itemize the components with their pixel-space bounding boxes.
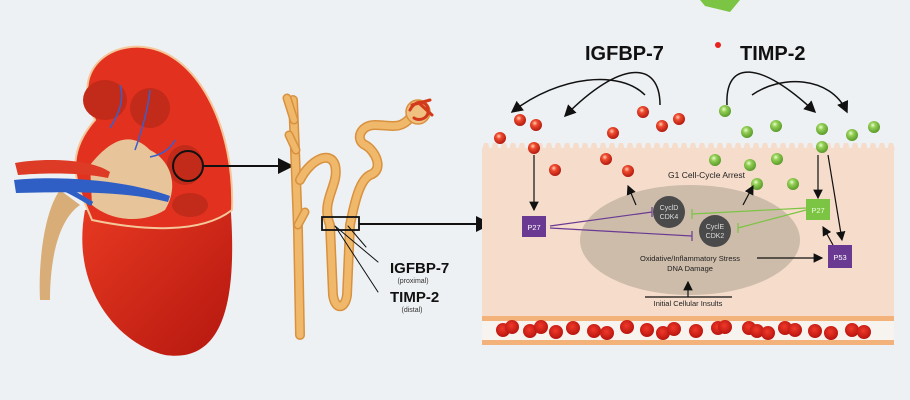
timp2-particle: [787, 178, 799, 190]
cdk2-label: CDK2: [706, 233, 725, 240]
label-g1-arrest: G1 Cell-Cycle Arrest: [668, 170, 746, 180]
title-timp2: TIMP-2: [740, 43, 806, 65]
timp2-particle: [816, 141, 828, 153]
red-blood-cell: [824, 326, 838, 340]
cdk4-label: CDK4: [660, 214, 679, 221]
biomarker-particles: [494, 105, 880, 190]
title-separator-dot: [715, 42, 721, 48]
timp2-particle: [868, 121, 880, 133]
red-blood-cell: [788, 323, 802, 337]
red-blood-cell: [523, 324, 537, 338]
red-blood-cell: [689, 324, 703, 338]
arrow-cyce-to-arrest: [742, 184, 754, 206]
inhibit-p27-cyce: [549, 227, 693, 241]
igfbp7-particle: [622, 165, 634, 177]
igfbp7-particle: [637, 106, 649, 118]
igfbp7-particle: [530, 119, 542, 131]
stress-ellipse: [580, 185, 800, 295]
title-igfbp7: IGFBP-7: [585, 43, 664, 65]
timp2-particle: [846, 129, 858, 141]
red-blood-cell: [761, 326, 775, 340]
red-blood-cell: [600, 326, 614, 340]
red-blood-cell: [667, 322, 681, 336]
red-blood-cell: [534, 320, 548, 334]
timp2-particle: [709, 154, 721, 166]
p27-right-node: [806, 199, 830, 220]
igfbp7-particle: [600, 153, 612, 165]
cyce-label: CyclE: [706, 224, 725, 231]
inhibit-p27g-cyce: [737, 209, 807, 233]
igfbp7-particle: [514, 114, 526, 126]
igfbp7-particle: [528, 142, 540, 154]
label-initial-insults: Initial Cellular Insults: [654, 299, 723, 308]
p27-left-label: P27: [527, 223, 540, 232]
p27-left-node: [522, 216, 546, 237]
cycd-cdk4-node: [653, 196, 685, 228]
red-blood-cell: [750, 324, 764, 338]
red-blood-cell: [505, 320, 519, 334]
label-igfbp7-nephron: IGFBP-7: [390, 260, 449, 277]
igfbp7-particle: [549, 164, 561, 176]
igfbp7-particle: [656, 120, 668, 132]
secretion-arrows: [510, 71, 849, 118]
kidney-illustration: [14, 45, 234, 356]
label-proximal: (proximal): [397, 278, 428, 285]
label-oxidative-stress: Oxidative/Inflammatory Stress: [640, 254, 740, 263]
arrow-to-p53: [827, 154, 846, 242]
red-blood-cell: [656, 326, 670, 340]
arrow-p53-to-p27: [822, 225, 834, 246]
p53-node: [828, 245, 852, 268]
p27-right-label: P27: [811, 206, 824, 215]
red-blood-cell: [620, 320, 634, 334]
red-blood-cell: [845, 323, 859, 337]
label-timp2-nephron: TIMP-2: [390, 289, 439, 306]
timp2-particle: [744, 159, 756, 171]
inhibit-p27g-cycd: [691, 207, 807, 219]
timp2-particle: [741, 126, 753, 138]
label-dna-damage: DNA Damage: [667, 264, 713, 273]
nephron-illustration: [282, 93, 434, 340]
timp2-particle: [816, 123, 828, 135]
red-blood-cells: [496, 320, 871, 340]
corner-accent: [700, 0, 740, 12]
red-blood-cell: [640, 323, 654, 337]
cycd-label: CyclD: [660, 205, 679, 212]
microvilli: [482, 143, 895, 154]
inhibit-p27-cycd: [549, 207, 653, 227]
p53-label: P53: [833, 253, 846, 262]
timp2-particle: [771, 153, 783, 165]
red-blood-cell: [587, 324, 601, 338]
label-distal: (distal): [401, 307, 422, 314]
igfbp7-particle: [607, 127, 619, 139]
red-blood-cell: [718, 320, 732, 334]
red-blood-cell: [857, 325, 871, 339]
igfbp7-particle: [673, 113, 685, 125]
timp2-particle: [751, 178, 763, 190]
arrow-cycd-to-arrest: [626, 184, 637, 206]
timp2-particle: [770, 120, 782, 132]
red-blood-cell: [549, 325, 563, 339]
cyce-cdk2-node: [699, 215, 731, 247]
igfbp7-particle: [494, 132, 506, 144]
red-blood-cell: [566, 321, 580, 335]
timp2-particle: [719, 105, 731, 117]
red-blood-cell: [808, 324, 822, 338]
